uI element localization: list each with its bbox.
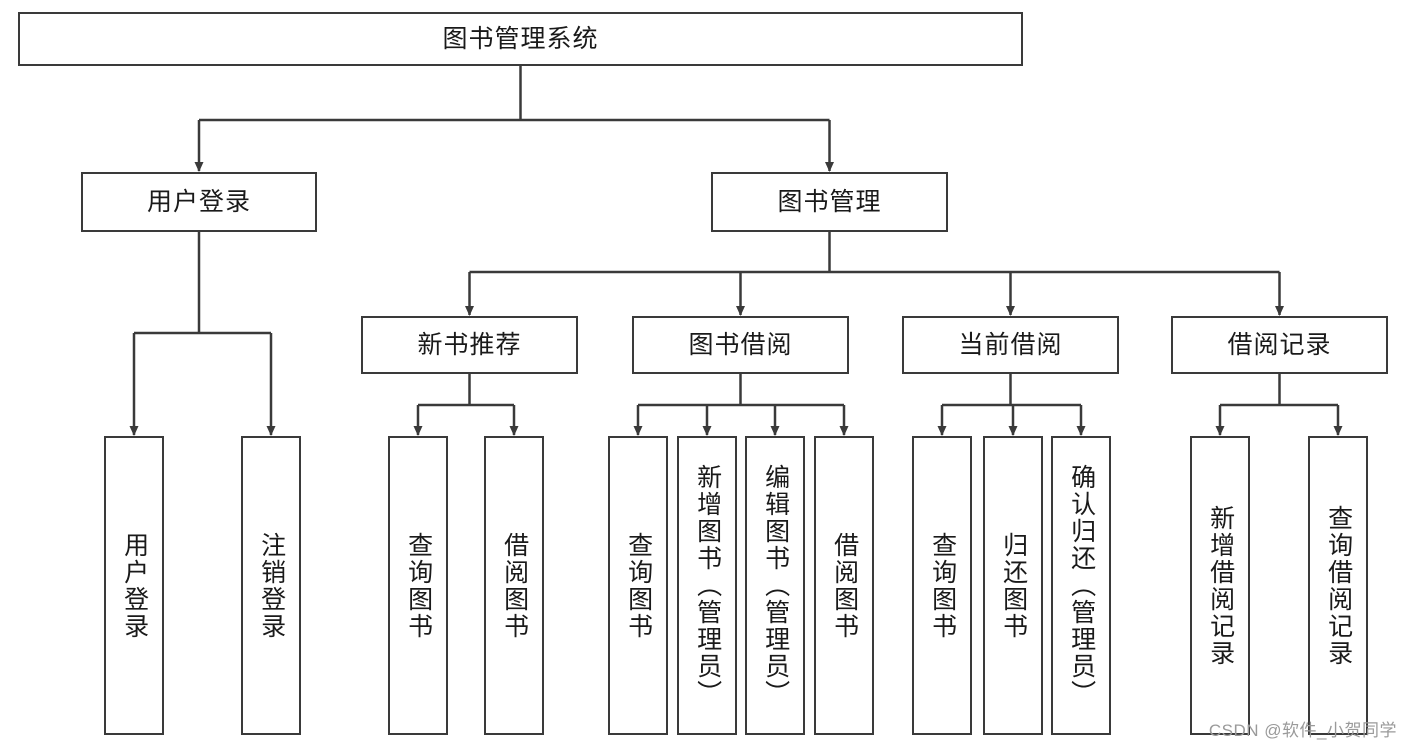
leaf-user-login[interactable]: 用户登录 <box>104 436 164 735</box>
leaf-confirm-return-admin[interactable]: 确认归还（管理员） <box>1051 436 1111 735</box>
leaf-add-borrow-record-label: 新增借阅记录 <box>1206 504 1235 667</box>
leaf-query-book-current[interactable]: 查询图书 <box>912 436 972 735</box>
leaf-borrow-book-recommend-label: 借阅图书 <box>500 531 529 640</box>
node-book-borrow-label: 图书借阅 <box>688 331 793 359</box>
leaf-confirm-return-admin-label: 确认归还（管理员） <box>1067 464 1096 707</box>
leaf-edit-book-admin-label: 编辑图书（管理员） <box>761 464 790 707</box>
leaf-borrow-book-label: 借阅图书 <box>830 531 859 640</box>
node-root[interactable]: 图书管理系统 <box>18 12 1023 66</box>
node-book-borrow[interactable]: 图书借阅 <box>632 316 849 374</box>
leaf-query-borrow-record-label: 查询借阅记录 <box>1324 504 1353 667</box>
leaf-edit-book-admin[interactable]: 编辑图书（管理员） <box>745 436 805 735</box>
leaf-borrow-book[interactable]: 借阅图书 <box>814 436 874 735</box>
node-book-management-label: 图书管理 <box>777 188 882 216</box>
node-new-book-recommend[interactable]: 新书推荐 <box>361 316 578 374</box>
node-new-book-recommend-label: 新书推荐 <box>417 331 522 359</box>
leaf-return-book[interactable]: 归还图书 <box>983 436 1043 735</box>
leaf-logout-label: 注销登录 <box>257 531 286 640</box>
leaf-query-book-borrow[interactable]: 查询图书 <box>608 436 668 735</box>
node-book-management[interactable]: 图书管理 <box>711 172 948 232</box>
node-borrow-record[interactable]: 借阅记录 <box>1171 316 1388 374</box>
leaf-add-borrow-record[interactable]: 新增借阅记录 <box>1190 436 1250 735</box>
leaf-query-book-current-label: 查询图书 <box>928 531 957 640</box>
watermark: CSDN @软件_小贺同学 <box>1208 721 1397 740</box>
leaf-add-book-admin[interactable]: 新增图书（管理员） <box>677 436 737 735</box>
leaf-query-borrow-record[interactable]: 查询借阅记录 <box>1308 436 1368 735</box>
leaf-query-book-recommend[interactable]: 查询图书 <box>388 436 448 735</box>
node-borrow-record-label: 借阅记录 <box>1227 331 1332 359</box>
leaf-query-book-borrow-label: 查询图书 <box>624 531 653 640</box>
leaf-borrow-book-recommend[interactable]: 借阅图书 <box>484 436 544 735</box>
leaf-return-book-label: 归还图书 <box>999 531 1028 640</box>
leaf-add-book-admin-label: 新增图书（管理员） <box>693 464 722 707</box>
node-current-borrow[interactable]: 当前借阅 <box>902 316 1119 374</box>
node-user-login[interactable]: 用户登录 <box>81 172 317 232</box>
node-current-borrow-label: 当前借阅 <box>958 331 1063 359</box>
leaf-user-login-label: 用户登录 <box>120 531 149 640</box>
leaf-logout[interactable]: 注销登录 <box>241 436 301 735</box>
node-user-login-label: 用户登录 <box>146 188 251 216</box>
node-root-label: 图书管理系统 <box>442 25 599 53</box>
leaf-query-book-recommend-label: 查询图书 <box>404 531 433 640</box>
